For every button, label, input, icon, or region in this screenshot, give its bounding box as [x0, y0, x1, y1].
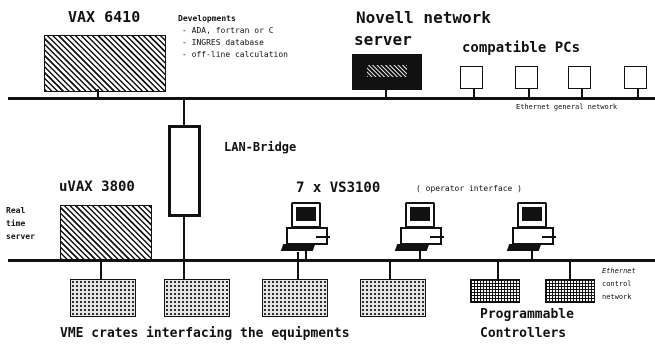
vax6410-box: [44, 35, 166, 92]
ethernet-control-label-1: Ethernet: [602, 267, 636, 275]
realtime-label-2: time: [6, 219, 26, 228]
pc-box-3: [568, 66, 591, 89]
bridge-link-top: [183, 99, 185, 127]
uvax3800-label: uVAX 3800: [59, 179, 135, 195]
drop-pc-2: [528, 89, 530, 98]
pc-box-2: [515, 66, 538, 89]
vme-crate-3: [262, 279, 328, 317]
drop-pc-4: [637, 89, 639, 98]
plc-caption-2: Controllers: [480, 326, 567, 341]
drop-plc-1: [497, 259, 499, 279]
workstation-cable: [430, 236, 444, 238]
lan-bridge-label: LAN-Bridge: [224, 140, 297, 154]
novell-server-pattern: [367, 65, 407, 77]
novell-server-box: [352, 54, 422, 90]
drop-vax6410: [97, 89, 99, 98]
workstation-cable: [316, 236, 330, 238]
vax6410-label: VAX 6410: [68, 8, 141, 26]
compatible-pcs-label: compatible PCs: [462, 40, 581, 56]
drop-ws-2: [419, 244, 421, 260]
uvax3800-box: [60, 205, 152, 261]
developments-item: - ADA, fortran or C: [182, 26, 274, 35]
plc-box-2: [545, 279, 595, 303]
novell-server-label-2: server: [354, 30, 412, 49]
ethernet-control-line: [8, 259, 655, 262]
lan-bridge-box: [168, 125, 201, 217]
developments-item: - off-line calculation: [182, 50, 288, 59]
pc-box-1: [460, 66, 483, 89]
drop-ws-3: [531, 244, 533, 260]
workstation-2: [394, 202, 444, 264]
vme-crates-caption: VME crates interfacing the equipments: [60, 326, 350, 341]
developments-title: Developments: [178, 14, 236, 23]
drop-pc-3: [581, 89, 583, 98]
drop-crate-1: [100, 259, 102, 279]
drop-crate-3: [297, 252, 299, 279]
plc-caption-1: Programmable: [480, 307, 574, 322]
bridge-link-bottom: [183, 214, 185, 259]
workstation-1: [280, 202, 330, 264]
ethernet-general-line: [8, 97, 655, 100]
vme-crate-1: [70, 279, 136, 317]
ethernet-control-label-3: network: [602, 293, 632, 301]
ethernet-control-label-2: control: [602, 280, 632, 288]
drop-novell: [385, 89, 387, 98]
workstation-keyboard: [280, 244, 316, 251]
plc-box-1: [470, 279, 520, 303]
novell-server-label: Novell network: [356, 8, 491, 27]
realtime-label-1: Real: [6, 206, 26, 215]
workstation-keyboard: [506, 244, 542, 251]
realtime-label-3: server: [6, 232, 35, 241]
drop-crate-2: [183, 259, 185, 279]
vs3100-label: 7 x VS3100: [296, 180, 381, 196]
workstation-3: [506, 202, 556, 264]
workstation-screen: [517, 202, 547, 228]
workstation-screen: [291, 202, 321, 228]
drop-plc-2: [569, 259, 571, 279]
drop-pc-1: [473, 89, 475, 98]
vme-crate-4: [360, 279, 426, 317]
workstation-screen: [405, 202, 435, 228]
ethernet-general-label: Ethernet general network: [516, 103, 618, 111]
developments-item: - INGRES database: [182, 38, 264, 47]
drop-ws-1: [305, 244, 307, 260]
workstation-cable: [542, 236, 556, 238]
vme-crate-2: [164, 279, 230, 317]
workstation-keyboard: [394, 244, 430, 251]
drop-crate-4: [389, 259, 391, 279]
operator-interface-label: ( operator interface ): [416, 184, 522, 193]
pc-box-4: [624, 66, 647, 89]
